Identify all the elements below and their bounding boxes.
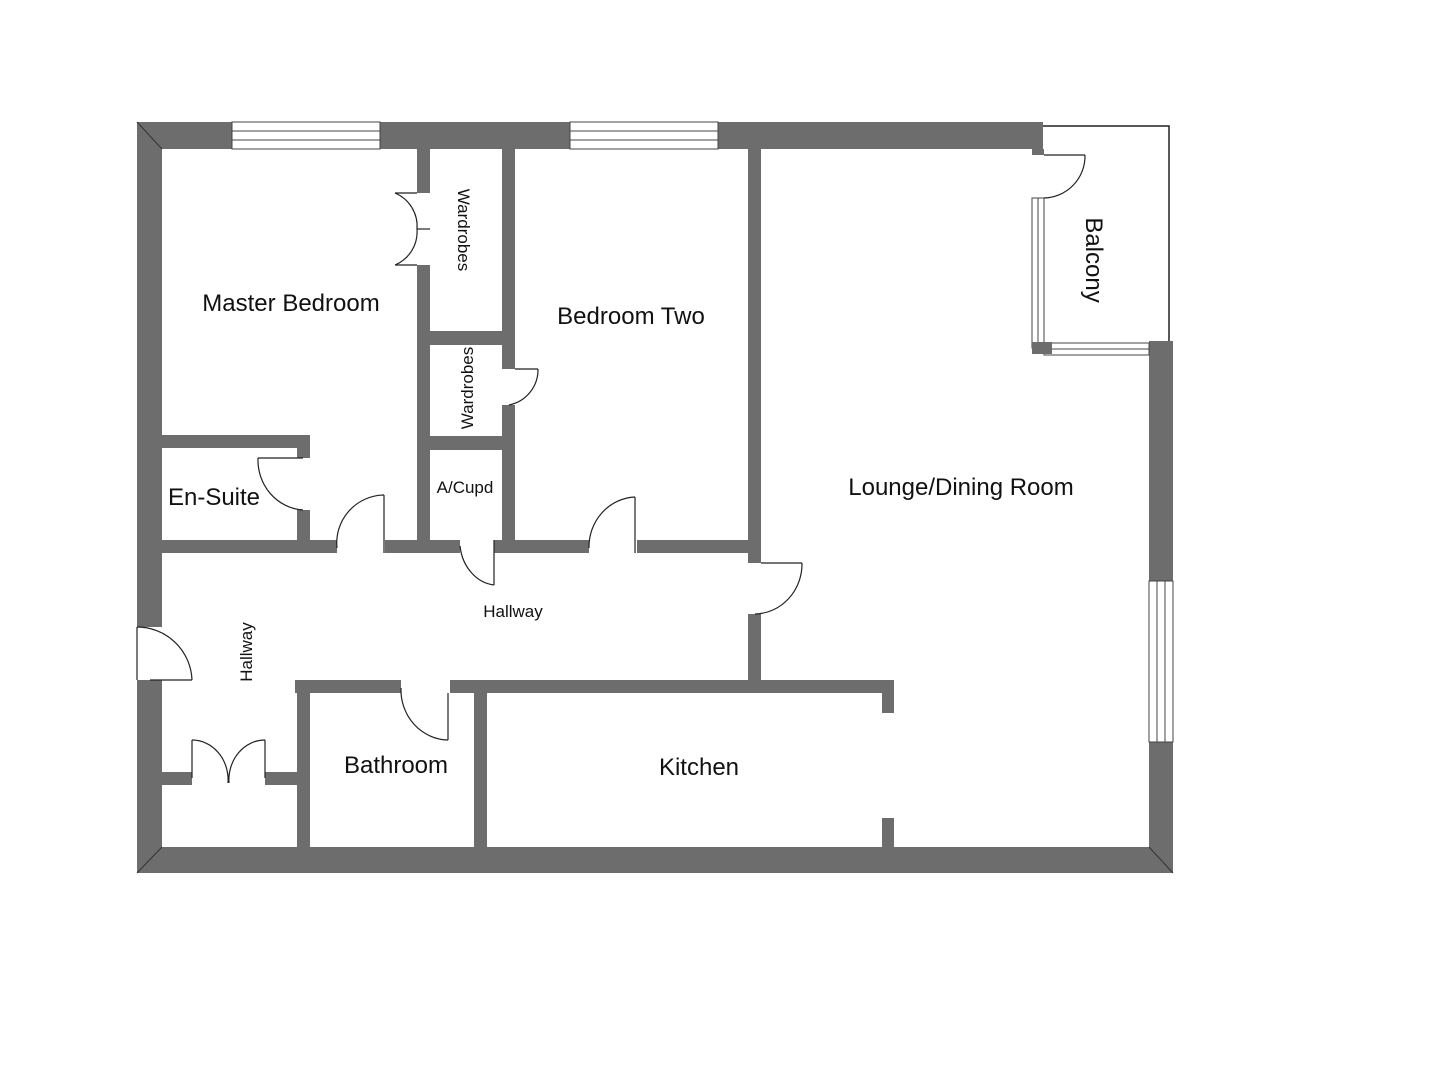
label-lounge-dining: Lounge/Dining Room [848, 474, 1073, 501]
label-balcony: Balcony [1080, 217, 1107, 302]
label-en-suite: En-Suite [168, 484, 260, 511]
balcony-outline [1032, 125, 1170, 354]
master-bedroom-door [336, 494, 385, 553]
hall-cupboard-doors [191, 739, 266, 784]
window-balcony-bottom [1043, 342, 1150, 356]
label-hallway-main: Hallway [483, 602, 543, 621]
front-door [136, 626, 193, 681]
bathroom-door [400, 687, 449, 741]
window-bedroom-two [569, 121, 719, 150]
master-wardrobe-doors [394, 192, 430, 266]
airing-cupboard-door [459, 540, 495, 586]
bedroom-two-wardrobe-door [508, 368, 539, 406]
room-labels: Master Bedroom Bedroom Two Wardrobes War… [168, 189, 1107, 781]
label-bathroom: Bathroom [344, 752, 448, 779]
balcony-door [1043, 154, 1086, 199]
window-lounge-right [1148, 580, 1174, 743]
window-balcony-side [1031, 197, 1045, 349]
label-wardrobes-master: Wardrobes [454, 189, 473, 272]
label-wardrobes-two: Wardrobes [458, 347, 477, 430]
outer-walls [136, 121, 1174, 874]
label-kitchen: Kitchen [659, 754, 739, 781]
label-bedroom-two: Bedroom Two [557, 303, 705, 330]
bedroom-two-door [588, 496, 636, 553]
en-suite-door [257, 457, 304, 511]
label-master-bedroom: Master Bedroom [202, 290, 379, 317]
label-hallway-side: Hallway [237, 622, 256, 682]
doors [136, 154, 1086, 784]
label-airing-cupboard: A/Cupd [437, 478, 494, 497]
windows [231, 121, 1174, 743]
lounge-door [754, 562, 803, 615]
interior-walls [162, 149, 894, 847]
window-master-bedroom [231, 121, 381, 150]
